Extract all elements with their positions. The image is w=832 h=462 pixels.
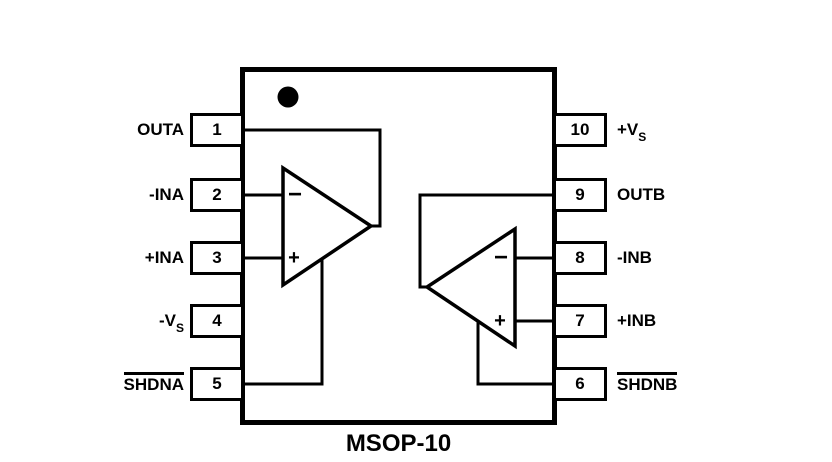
pin-label-vneg: -VS: [30, 309, 184, 336]
pin-box-8: 8: [553, 241, 607, 275]
pin-number-3: 3: [212, 248, 222, 267]
pin-label-shdnb: SHDNB: [617, 372, 787, 396]
opamp-a-plus-sign: +: [288, 247, 300, 269]
pin1-indicator-dot: [277, 86, 299, 108]
pin-label-text: SHDNB: [617, 372, 678, 394]
opamp-b-minus-sign: −: [493, 244, 508, 271]
pin-box-3: 3: [190, 241, 244, 275]
opamp-a-triangle: [281, 164, 375, 289]
pin-label-ina-plus: +INA: [30, 246, 184, 270]
pin-number-5: 5: [212, 374, 222, 393]
pin-label-text: -INA: [149, 185, 184, 204]
pin-box-6: 6: [553, 367, 607, 401]
pin-label-text: +V: [617, 120, 639, 139]
package-title: MSOP-10: [345, 430, 452, 457]
pin-number-10: 10: [570, 120, 590, 139]
pin-number-2: 2: [212, 185, 222, 204]
pin-label-text: OUTB: [617, 185, 666, 204]
opamp-b-plus-sign: +: [494, 310, 506, 332]
pin-box-2: 2: [190, 178, 244, 212]
pin-box-5: 5: [190, 367, 244, 401]
pin-label-text: SHDNA: [123, 372, 184, 394]
pin-label-text: OUTA: [137, 120, 184, 139]
opamp-b-triangle: [423, 225, 517, 350]
pin-label-inb-plus: +INB: [617, 309, 787, 333]
pin-box-7: 7: [553, 304, 607, 338]
pin-label-vpos: +VS: [617, 118, 787, 145]
pin-box-4: 4: [190, 304, 244, 338]
pin-label-inb-minus: -INB: [617, 246, 787, 270]
wire-outb-feedback: [418, 193, 553, 289]
pin-label-outb: OUTB: [617, 183, 787, 207]
wire-shdna: [244, 259, 324, 386]
pin-label-text: -INB: [617, 248, 652, 267]
pin-label-text: +INB: [617, 311, 657, 330]
pin-label-sub: S: [638, 130, 647, 145]
pin-box-1: 1: [190, 113, 244, 147]
pin-number-7: 7: [575, 311, 585, 330]
pin-label-sub: S: [175, 321, 184, 336]
pin-number-1: 1: [212, 120, 222, 139]
pin-label-text: +INA: [144, 248, 184, 267]
pin-number-8: 8: [575, 248, 585, 267]
pin-number-6: 6: [575, 374, 585, 393]
pin-label-ina-minus: -INA: [30, 183, 184, 207]
pin-number-9: 9: [575, 185, 585, 204]
pin-label-outa: OUTA: [30, 118, 184, 142]
pin-box-10: 10: [553, 113, 607, 147]
pin-label-shdna: SHDNA: [30, 372, 184, 396]
wire-outa-feedback: [244, 128, 382, 228]
opamp-a-minus-sign: −: [287, 181, 302, 208]
pin-label-text: -V: [158, 311, 176, 330]
wire-shdnb: [476, 321, 553, 386]
pin-box-9: 9: [553, 178, 607, 212]
pin-number-4: 4: [212, 311, 222, 330]
